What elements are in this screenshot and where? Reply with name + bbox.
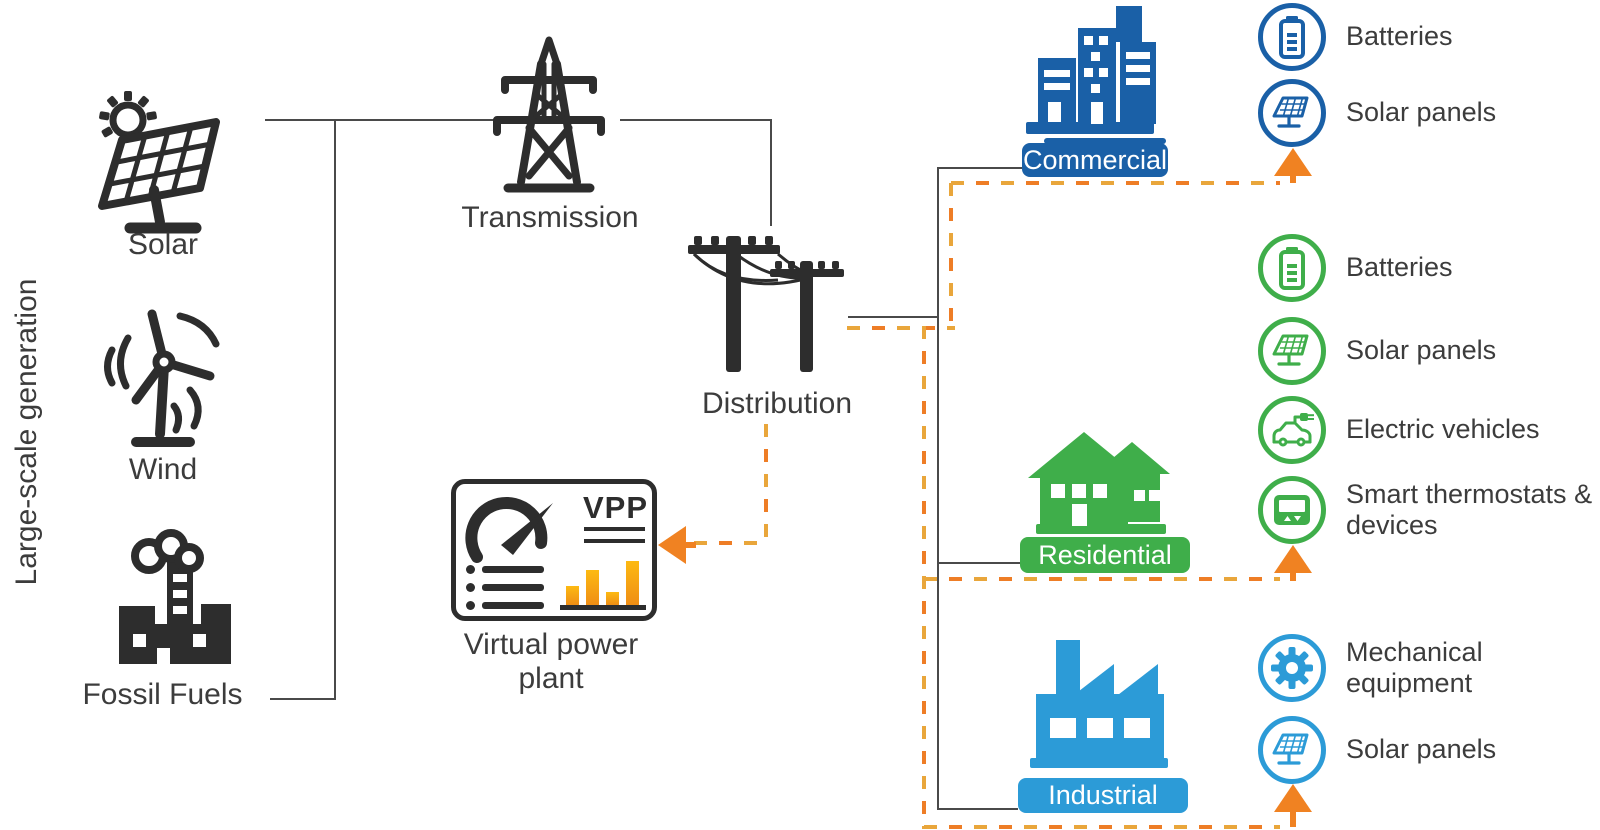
commercial-arrow-stem [1290, 174, 1296, 183]
vpp-bullet-line [482, 602, 544, 609]
gear-icon [1271, 647, 1313, 689]
solar-generation-icon [98, 91, 220, 234]
device-label: Solar panels [1346, 97, 1497, 128]
device-label: Solar panels [1346, 335, 1497, 366]
vpp-box-title: VPP [583, 490, 649, 525]
transmission-right-line [620, 119, 772, 121]
vpp-gauge-icon [465, 497, 553, 563]
battery-icon [1279, 16, 1305, 59]
commercial-batteries-circle [1258, 3, 1326, 71]
solar-panel-icon [1272, 96, 1309, 128]
vpp-chart-baseline [560, 605, 646, 610]
device-label: Smart thermostats & devices [1346, 478, 1593, 540]
commercial-dashed-link [951, 181, 1280, 185]
vpp-bullet-dot [466, 583, 475, 592]
industrial-arrow-stem [1290, 810, 1296, 827]
thermostat-icon [1274, 495, 1310, 525]
vpp-bullet-line [482, 584, 544, 591]
industrial-mechanical-circle [1258, 634, 1326, 702]
vpp-bullet-line [482, 566, 544, 573]
industrial-branch-line [937, 808, 1018, 810]
vpp-rule [584, 527, 645, 531]
vpp-chart-bar [566, 586, 579, 605]
vpp-arrow-stem [684, 542, 696, 548]
industrial-arrow-up-icon [1274, 784, 1312, 812]
vpp-dashed-riser [764, 424, 768, 545]
residential-batteries-circle [1258, 234, 1326, 302]
vpp-bullet-dot [466, 565, 475, 574]
transmission-label: Transmission [461, 201, 639, 234]
transmission-distribution-line [770, 119, 772, 226]
solar-transmission-line [265, 119, 498, 121]
residential-dashed-link [924, 577, 1280, 581]
device-label: Solar panels [1346, 734, 1497, 765]
solar-label: Solar [127, 228, 199, 261]
battery-icon [1279, 247, 1305, 290]
commercial-badge: Commercial [1022, 143, 1168, 177]
industrial-badge: Industrial [1018, 778, 1188, 813]
distribution-dashed-link [847, 326, 955, 330]
device-label: Mechanical equipment [1346, 636, 1483, 698]
vpp-box [451, 479, 657, 621]
wind-generation-icon [104, 309, 220, 447]
industrial-dashed-link [924, 825, 1280, 829]
residential-arrow-up-icon [1274, 545, 1312, 573]
commercial-solar-circle [1258, 79, 1326, 147]
fossil-fuels-icon [119, 529, 231, 664]
generation-rail-line [334, 119, 336, 699]
solar-panel-icon [1272, 334, 1309, 366]
commercial-dashed-riser [949, 183, 953, 330]
wind-label: Wind [128, 453, 198, 486]
transmission-tower-icon [493, 36, 605, 193]
vpp-chart-bar [606, 592, 619, 605]
device-label: Batteries [1346, 21, 1453, 52]
vpp-bullet-dot [466, 601, 475, 610]
distribution-label: Distribution [701, 387, 853, 420]
device-label: Electric vehicles [1346, 414, 1540, 445]
vpp-rule [584, 539, 645, 543]
vpp-chart-bar [626, 561, 639, 605]
residential-thermostat-circle [1258, 476, 1326, 544]
vpp-arrow-left-icon [658, 526, 686, 564]
electric-vehicle-icon [1272, 413, 1314, 447]
vpp-label: Virtual power plant [463, 628, 639, 695]
commercial-buildings-icon [1026, 6, 1166, 144]
fossil-rail-line [270, 698, 336, 700]
residential-badge: Residential [1020, 537, 1190, 573]
residential-houses-icon [1028, 432, 1170, 534]
sector-rail-line [937, 167, 939, 809]
fossil-fuels-label: Fossil Fuels [82, 678, 243, 711]
residential-solar-circle [1258, 317, 1326, 385]
commercial-arrow-up-icon [1274, 148, 1312, 176]
industrial-solar-circle [1258, 716, 1326, 784]
distribution-rail-line [848, 316, 939, 318]
vpp-dashed-link [694, 541, 768, 545]
distribution-poles-icon [688, 236, 844, 372]
residential-arrow-stem [1290, 571, 1296, 581]
residential-ev-circle [1258, 396, 1326, 464]
commercial-branch-line [937, 167, 1024, 169]
large-scale-generation-label: Large-scale generation [10, 278, 43, 586]
solar-panel-icon [1272, 733, 1309, 765]
vpp-chart-bar [586, 570, 599, 605]
residential-branch-line [937, 562, 1022, 564]
device-label: Batteries [1346, 252, 1453, 283]
industrial-factory-icon [1030, 640, 1168, 768]
